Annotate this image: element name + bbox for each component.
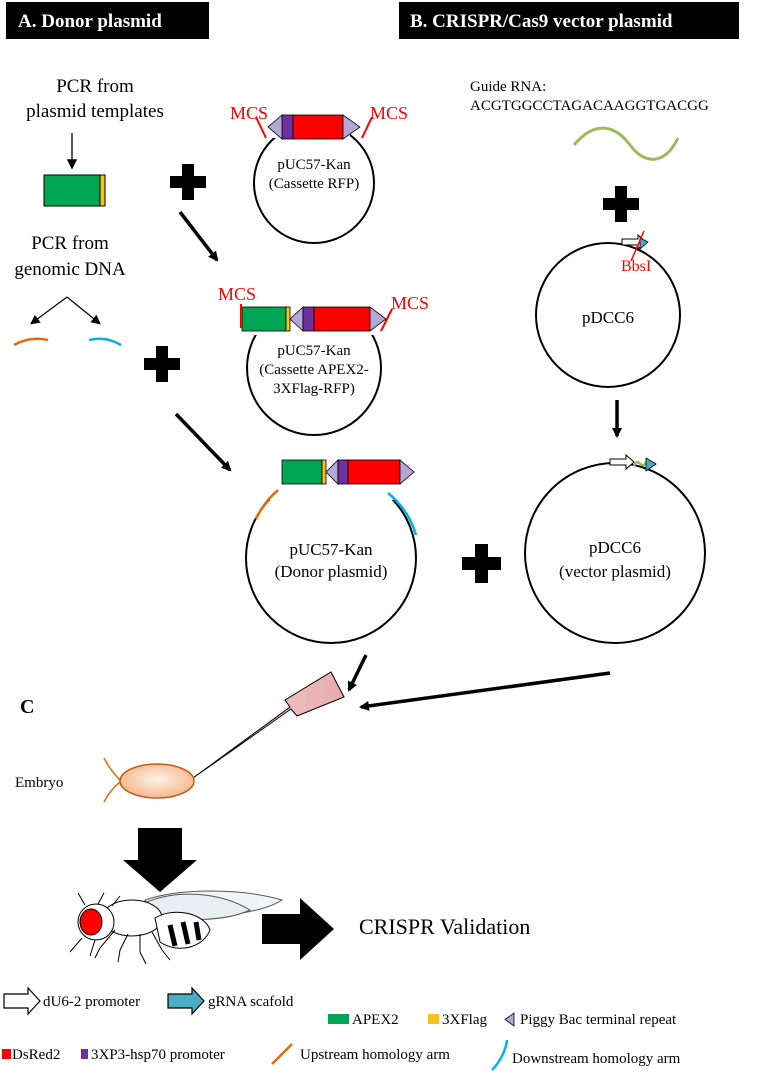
mcs-label-1: MCS: [230, 103, 268, 123]
mcs-label-4: MCS: [391, 293, 429, 313]
crispr-validation-label: CRISPR Validation: [359, 914, 530, 939]
piggybac-icon: [504, 1012, 515, 1027]
guide-rna-label: Guide RNA:: [470, 79, 546, 95]
legend: dU6-2 promoter gRNA scafold APEX2 3XFlag…: [2, 986, 681, 1071]
arrow-donor-to-needle: [347, 654, 368, 692]
legend-du6: dU6-2 promoter: [43, 994, 140, 1010]
injection-needle: [192, 671, 345, 779]
pcr-genomic-line2: genomic DNA: [14, 259, 126, 280]
arrow-to-cassette-apex: [178, 210, 219, 262]
mcs-label-3: MCS: [218, 284, 256, 304]
downstream-arm-fragment: [88, 337, 122, 347]
plasmid-pdcc6-vector: [524, 453, 706, 644]
hsp70-swatch: [81, 1049, 88, 1059]
plasmid1-desc: (Cassette RFP): [269, 176, 359, 192]
legend-downstream: Downstream homology arm: [512, 1051, 681, 1067]
plasmid-cassette-apex: [236, 293, 393, 436]
du6-promoter-icon: [3, 986, 41, 1016]
pcr-plasmid-line1: PCR from: [56, 76, 134, 97]
apex2-swatch: [328, 1014, 349, 1024]
header-c: C: [20, 696, 34, 718]
upstream-arm-fragment: [13, 337, 49, 347]
upstream-arm-icon: [271, 1043, 293, 1065]
mcs-label-2: MCS: [370, 103, 408, 123]
bbsi-label: BbsI: [621, 258, 651, 275]
arrow-vector-to-needle: [359, 671, 611, 711]
pcr-plasmid-line2: plasmid templates: [26, 101, 164, 122]
legend-piggy: Piggy Bac terminal repeat: [520, 1012, 677, 1028]
legend-dsred: DsRed2: [12, 1047, 60, 1063]
donor-plasmid-name: pUC57-Kan: [289, 540, 373, 559]
plasmid-donor: [245, 459, 418, 644]
donor-plasmid-desc: (Donor plasmid): [275, 562, 388, 581]
pdcc6-label: pDCC6: [582, 308, 634, 327]
embryo-label: Embryo: [15, 775, 63, 791]
vector-plasmid-name: pDCC6: [589, 538, 641, 557]
plasmid2-desc-2: 3XFlag-RFP): [273, 381, 355, 397]
guide-rna-sequence: ACGTGGCCTAGACAAGGTGACGG: [470, 98, 709, 114]
header-a: A. Donor plasmid: [18, 11, 162, 32]
vector-plasmid-desc: (vector plasmid): [559, 562, 671, 581]
plus-icon-1: [170, 164, 206, 200]
grna-scaffold-icon: [167, 986, 205, 1016]
arrow-to-fly: [123, 828, 197, 892]
plasmid2-name: pUC57-Kan: [277, 343, 351, 359]
legend-upstream: Upstream homology arm: [300, 1047, 450, 1063]
legend-apex2: APEX2: [352, 1012, 399, 1028]
downstream-arm-icon: [491, 1039, 509, 1071]
plasmid2-desc-1: (Cassette APEX2-: [259, 362, 369, 378]
pcr-genomic-line1: PCR from: [31, 233, 109, 254]
plus-icon-3: [462, 544, 501, 583]
plus-icon-2: [144, 346, 180, 382]
plasmid-pdcc6: [535, 230, 681, 388]
arrow-to-donor-plasmid: [174, 412, 232, 472]
guide-rna-wave: [572, 126, 680, 161]
genomic-arrow-left: [30, 296, 68, 325]
plus-icon-4: [603, 186, 639, 222]
apex2-pcr-fragment: [43, 174, 106, 207]
plasmid-cassette-rfp: [253, 112, 375, 244]
genomic-arrow-right: [66, 296, 101, 325]
arrow-to-validation: [262, 898, 334, 960]
plasmid1-name: pUC57-Kan: [277, 157, 351, 173]
fly-illustration: [69, 890, 284, 965]
dsred-swatch: [2, 1049, 11, 1059]
legend-hsp70: 3XP3-hsp70 promoter: [91, 1047, 225, 1063]
header-b: B. CRISPR/Cas9 vector plasmid: [410, 11, 673, 32]
legend-grna: gRNA scafold: [208, 994, 294, 1010]
header-b-box: [399, 2, 739, 39]
embryo: [103, 757, 195, 803]
flag-swatch: [428, 1014, 439, 1024]
header-a-box: [6, 2, 209, 39]
legend-flag: 3XFlag: [442, 1012, 488, 1028]
